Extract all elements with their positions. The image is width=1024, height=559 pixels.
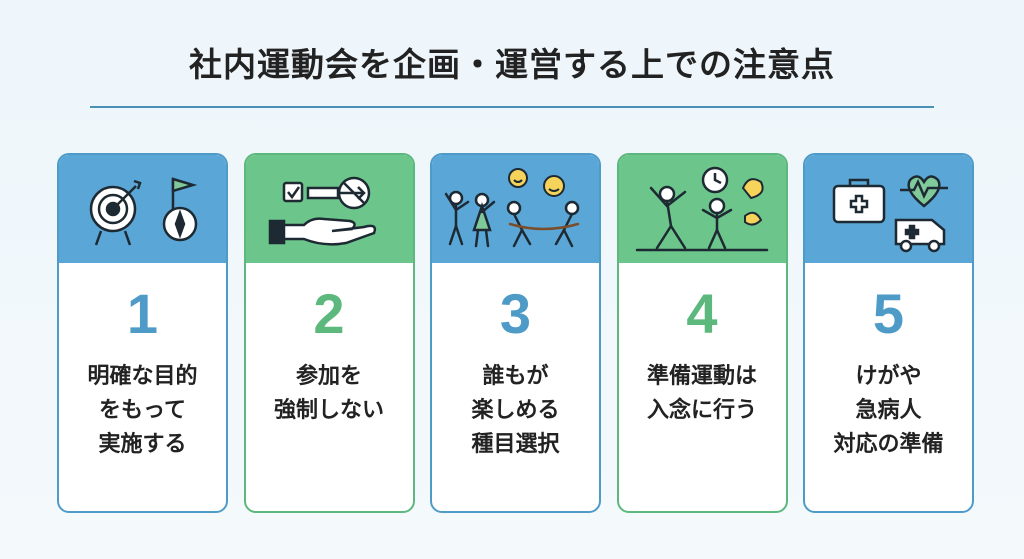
people-playing-icon <box>444 168 579 248</box>
flag-icon <box>171 177 197 209</box>
card-2: 2 参加を 強制しない <box>243 153 415 513</box>
card-4-label: 準備運動は 入念に行う <box>646 364 757 423</box>
card-4-number: 4 <box>686 282 718 345</box>
card-2-label: 参加を 強制しない <box>273 364 384 423</box>
card-3-header <box>432 155 599 263</box>
card-1-number: 1 <box>126 282 159 345</box>
card-2-header <box>245 155 413 263</box>
card-5-label: けがや 急病人 対応の準備 <box>833 364 944 457</box>
card-3-label: 誰もが 楽しめる 種目選択 <box>471 364 560 457</box>
stretching-people-icon <box>635 166 769 252</box>
card-3-number: 3 <box>499 282 532 345</box>
target-icon <box>89 177 197 246</box>
muscle-icon <box>741 178 764 226</box>
card-list: 1 明確な目的 をもって 実施する <box>57 153 974 513</box>
card-1-label: 明確な目的 をもって 実施する <box>87 364 198 457</box>
first-aid-kit-icon <box>832 175 948 253</box>
card-5-number: 5 <box>872 282 905 345</box>
ambulance-icon <box>894 218 945 253</box>
card-4-header <box>618 155 786 263</box>
card-5-header <box>805 155 972 263</box>
card-1: 1 明確な目的 をもって 実施する <box>57 153 228 513</box>
card-5: 5 けがや 急病人 対応の準備 <box>803 153 974 513</box>
card-3: 3 誰もが 楽しめる 種目選択 <box>430 153 601 513</box>
card-2-number: 2 <box>313 282 345 345</box>
title-divider <box>90 106 934 108</box>
page-title: 社内運動会を企画・運営する上での注意点 <box>189 45 835 84</box>
open-hand-icon <box>268 176 377 246</box>
compass-icon <box>162 206 197 242</box>
clock-icon <box>701 166 729 194</box>
heartbeat-icon <box>899 175 948 208</box>
card-1-header <box>59 155 226 263</box>
prohibited-arrow-icon <box>306 176 371 210</box>
card-4: 4 準備運動は 入念に行う <box>616 153 788 513</box>
tug-of-war-icon <box>506 200 579 248</box>
checkbox-icon <box>282 181 304 203</box>
smiley-icon <box>507 168 565 197</box>
